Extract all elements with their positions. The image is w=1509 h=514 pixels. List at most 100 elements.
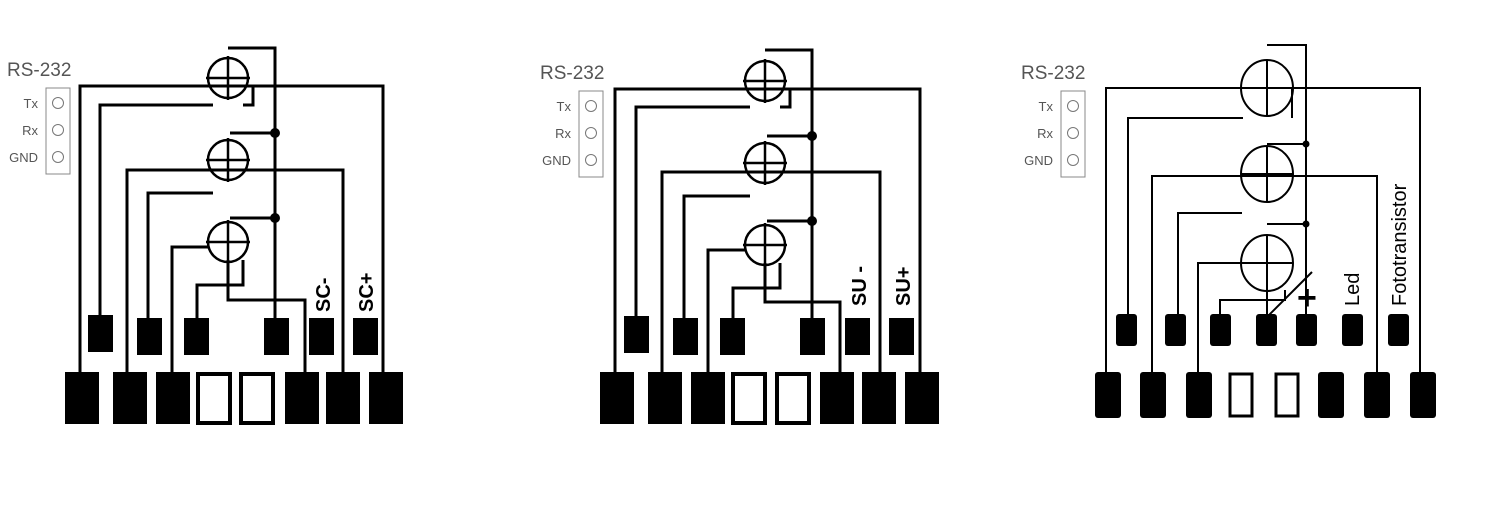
pin [1410, 372, 1436, 418]
pin [1095, 372, 1121, 418]
junction-dot [807, 131, 817, 141]
pin [326, 372, 360, 424]
pin-hole-tx [585, 100, 597, 112]
wire-5 [731, 263, 782, 318]
rs232-connector-3: RS-232 Tx Rx GND [1021, 63, 1086, 178]
wire-1b [243, 86, 255, 107]
pin-label-rx: Rx [555, 126, 571, 141]
relays [206, 56, 250, 264]
upper-pads [624, 316, 914, 355]
lower-pads [600, 372, 939, 425]
signal-label-sc-minus: SC- [313, 278, 335, 312]
pin [691, 372, 725, 424]
pin [285, 372, 319, 424]
pad [1388, 314, 1409, 346]
panel-3: RS-232 Tx Rx GND [1021, 44, 1436, 418]
pin-hole-tx [52, 97, 64, 109]
pin [156, 372, 190, 424]
pin [1364, 372, 1390, 418]
junction-dot [1302, 140, 1310, 148]
pin [1318, 372, 1344, 418]
lower-pads [1095, 372, 1436, 418]
pad [309, 318, 334, 355]
common-wire [765, 48, 814, 355]
pin-label-gnd: GND [9, 150, 38, 165]
pin-label-rx: Rx [1037, 126, 1053, 141]
rs232-title: RS-232 [1021, 63, 1085, 84]
wire-4 [706, 248, 745, 372]
empty-pin [239, 372, 275, 425]
pin-hole-gnd [1067, 154, 1079, 166]
plus-sign-label: + [1297, 279, 1317, 317]
relays [1240, 59, 1294, 292]
pin-label-gnd: GND [542, 153, 571, 168]
pin-label-tx: Tx [1039, 99, 1054, 114]
pad [88, 315, 113, 352]
pin-hole-rx [52, 124, 64, 136]
pad [264, 318, 289, 355]
pin [820, 372, 854, 424]
pad [624, 316, 649, 353]
wire-5 [195, 260, 245, 318]
pad [353, 318, 378, 355]
pin [862, 372, 896, 424]
empty-pin [196, 372, 232, 425]
panel-1: RS-232 Tx Rx GND [7, 46, 403, 425]
wire-2 [125, 168, 345, 372]
pad [137, 318, 162, 355]
signal-label-sc-plus: SC+ [356, 273, 378, 312]
pad [184, 318, 209, 355]
pin-hole-gnd [52, 151, 64, 163]
junction-dot [270, 213, 280, 223]
wire-2 [660, 170, 882, 372]
wire-1 [98, 103, 213, 318]
wire-outer [78, 84, 385, 372]
wire-4 [170, 245, 208, 372]
junction-dot [1302, 220, 1310, 228]
wires [613, 48, 922, 372]
wire-6 [226, 260, 307, 372]
signal-label-su-plus: SU+ [893, 267, 915, 306]
wire-5 [1219, 290, 1286, 318]
wire-1b [780, 89, 792, 109]
pin-hole-tx [1067, 100, 1079, 112]
junction-dot [807, 216, 817, 226]
pin-label-gnd: GND [1024, 153, 1053, 168]
rs232-title: RS-232 [7, 60, 71, 81]
pin [113, 372, 147, 424]
wire-3 [1177, 212, 1242, 318]
empty-pin [775, 372, 811, 425]
pin [1186, 372, 1212, 418]
pad [1342, 314, 1363, 346]
pin-label-rx: Rx [22, 123, 38, 138]
pad [1296, 314, 1317, 346]
common-wire [1267, 44, 1307, 318]
wire-2 [1151, 175, 1378, 372]
pin [600, 372, 634, 424]
empty-pin [1274, 372, 1300, 418]
upper-pads [1116, 314, 1409, 346]
pad [720, 318, 745, 355]
empty-pin [731, 372, 767, 425]
wire-3 [682, 194, 750, 318]
wire-outer [613, 87, 922, 372]
signal-label-fototransistor: Fototransistor [1389, 183, 1411, 306]
pin [648, 372, 682, 424]
pad [1210, 314, 1231, 346]
pad [1116, 314, 1137, 346]
pad [889, 318, 914, 355]
junction-dot [270, 128, 280, 138]
wires [78, 46, 385, 372]
wire-3 [146, 191, 213, 318]
upper-pads [88, 315, 378, 355]
pad [800, 318, 825, 355]
diagonal-link [1265, 271, 1313, 319]
wire-1 [1127, 117, 1243, 318]
pin-label-tx: Tx [557, 99, 572, 114]
pin-hole-rx [1067, 127, 1079, 139]
pin-label-tx: Tx [24, 96, 39, 111]
pad [1165, 314, 1186, 346]
pad [1256, 314, 1277, 346]
relays [743, 59, 787, 267]
